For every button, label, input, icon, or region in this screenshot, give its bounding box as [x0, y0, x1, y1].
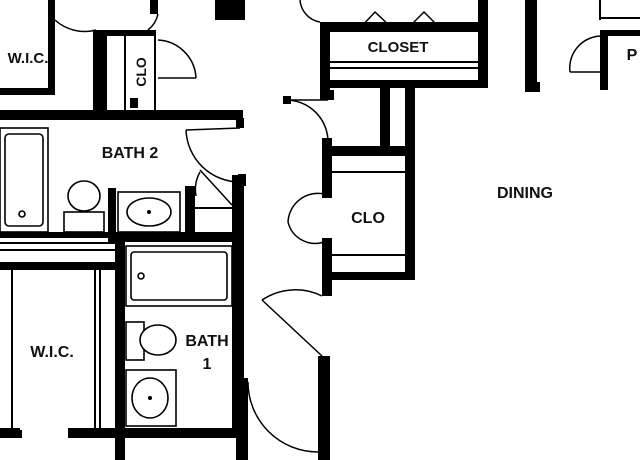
label-closet: CLOSET [368, 39, 429, 56]
label-clo-left: CLO [133, 57, 149, 87]
label-bath2: BATH 2 [102, 145, 159, 162]
label-partial-right: P [627, 47, 638, 64]
label-wic-top: W.I.C. [8, 50, 49, 67]
label-bath1-line2: 1 [203, 356, 212, 373]
label-bath1-line1: BATH [185, 333, 228, 350]
room-labels: W.I.C. CLO CLOSET BATH 2 CLO DINING W.I.… [8, 39, 638, 373]
label-wic-bottom: W.I.C. [30, 344, 74, 361]
toilet-icon [63, 211, 105, 233]
label-dining: DINING [497, 185, 553, 202]
label-clo-mid: CLO [351, 210, 385, 227]
door-swings [54, 0, 603, 453]
fixtures [0, 127, 233, 427]
thin-lines [0, 0, 640, 428]
